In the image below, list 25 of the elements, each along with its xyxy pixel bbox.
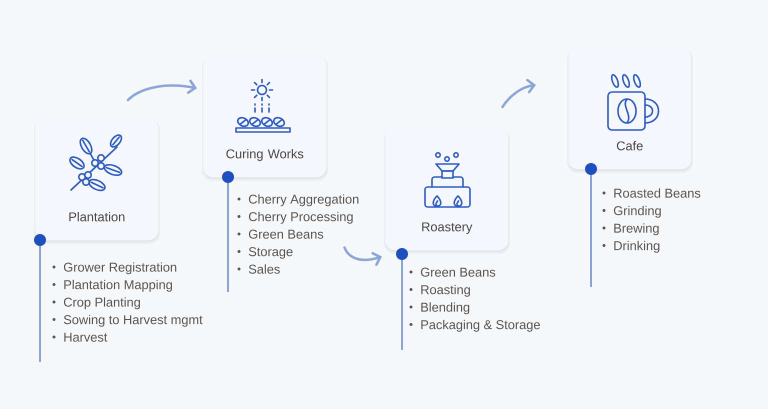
stage-card: Curing Works xyxy=(202,55,328,181)
list-item: Sowing to Harvest mgmt xyxy=(52,314,203,327)
list-item: Storage xyxy=(238,247,293,259)
list-item: Cherry Aggregation xyxy=(238,194,358,206)
list-item: Plantation Mapping xyxy=(52,280,172,292)
list-item: Green Beans xyxy=(238,230,324,239)
list-item: Roasting xyxy=(410,284,470,297)
list-item: Packaging & Storage xyxy=(410,320,540,332)
curved-arrow xyxy=(343,246,382,266)
list-item: Grinding xyxy=(602,206,661,218)
list-item: Grower Registration xyxy=(52,262,176,274)
list-item: Sales xyxy=(238,264,280,274)
list-item: Roasted Beans xyxy=(602,188,700,198)
stage-card: Plantation xyxy=(34,118,160,244)
list-item: Blending xyxy=(410,302,470,314)
list-item: Harvest xyxy=(52,332,108,342)
list-item: Crop Planting xyxy=(52,297,140,310)
list-item: Drinking xyxy=(602,240,660,253)
curved-arrow xyxy=(126,80,197,102)
list-item: Green Beans xyxy=(410,268,496,277)
stage-card: Roastery xyxy=(384,128,510,254)
list-item: Brewing xyxy=(602,223,659,236)
stage-card: Cafe xyxy=(567,47,693,173)
curved-arrow xyxy=(501,78,536,108)
list-item: Cherry Processing xyxy=(238,212,353,224)
